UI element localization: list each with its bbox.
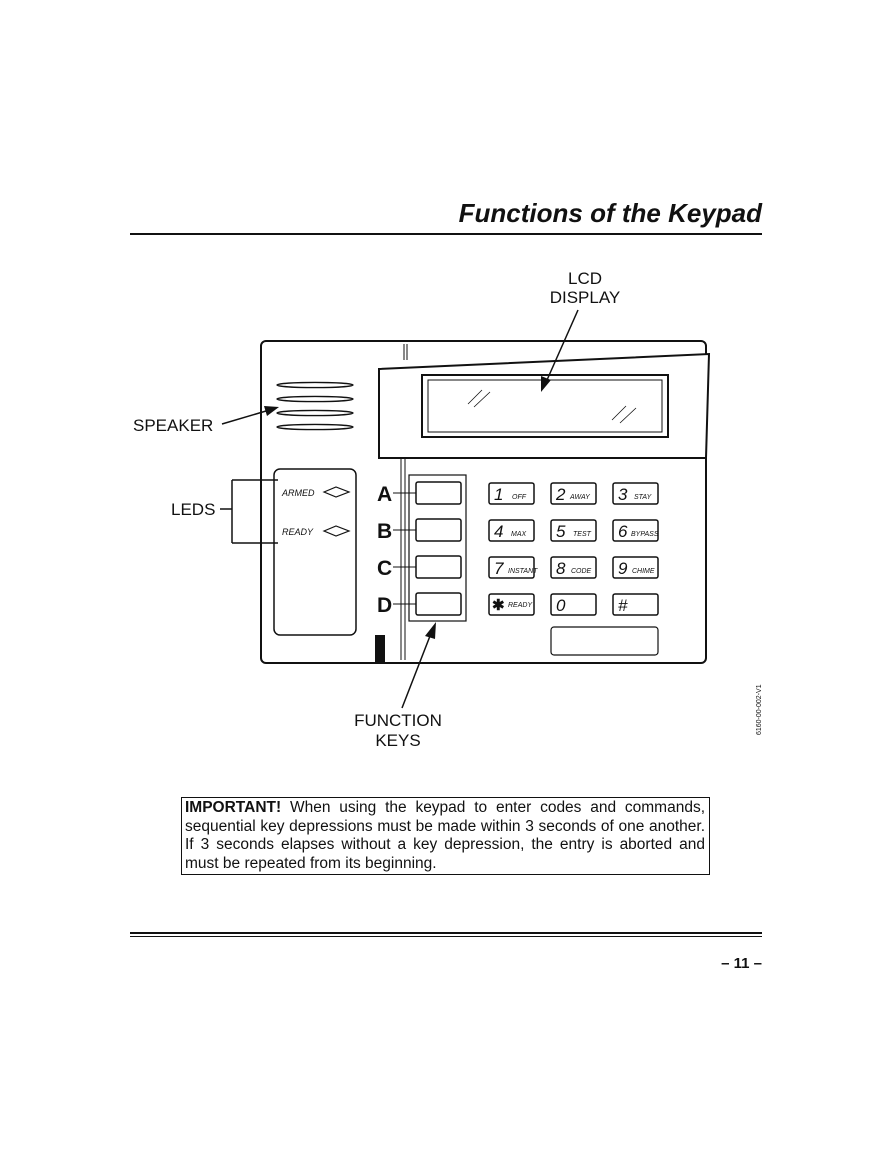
function-key-b xyxy=(415,518,462,542)
speaker-grille xyxy=(276,381,354,431)
important-lead: IMPORTANT! xyxy=(185,799,282,816)
key-5 xyxy=(550,519,597,542)
armed-led-label: ARMED xyxy=(281,488,315,498)
key-3-sub: STAY xyxy=(634,494,653,501)
page-title: Functions of the Keypad xyxy=(458,198,762,228)
function-key-group xyxy=(408,474,467,622)
footer-rule xyxy=(130,932,762,934)
key-star xyxy=(488,593,535,616)
numeric-keypad: 1 OFF 2 AWAY 3 STAY 4 MAX 5 TEST 6 BYPAS… xyxy=(488,482,659,656)
status-bar xyxy=(375,635,385,663)
title-rule xyxy=(130,233,762,235)
key-7 xyxy=(488,556,535,579)
key-2-sub: AWAY xyxy=(569,494,591,501)
key-6 xyxy=(612,519,659,542)
leds-callout: LEDS xyxy=(171,500,215,519)
function-keys-callout-line2: KEYS xyxy=(375,731,420,750)
key-5-num: 5 xyxy=(556,522,566,541)
key-star-num: ✱ xyxy=(492,597,505,614)
key-5-sub: TEST xyxy=(573,531,592,538)
function-key-a xyxy=(415,481,462,505)
key-hash-num: # xyxy=(618,596,628,615)
key-star-sub: READY xyxy=(508,602,533,609)
armed-led-icon xyxy=(322,486,351,498)
key-7-num: 7 xyxy=(494,559,504,578)
key-6-sub: BYPASS xyxy=(631,531,659,538)
lcd-callout-arrow xyxy=(546,309,579,381)
key-6-num: 6 xyxy=(618,522,628,541)
function-keys-callout-line1: FUNCTION xyxy=(354,711,442,730)
key-1 xyxy=(488,482,535,505)
blank-key xyxy=(550,626,659,656)
key-4-num: 4 xyxy=(494,522,503,541)
key-1-sub: OFF xyxy=(512,494,527,501)
footer-rule-thin xyxy=(130,936,762,937)
key-3-num: 3 xyxy=(618,485,628,504)
function-key-d xyxy=(415,592,462,616)
key-7-sub: INSTANT xyxy=(508,568,538,575)
key-9-num: 9 xyxy=(618,559,628,578)
key-0-num: 0 xyxy=(556,596,566,615)
function-key-a-label: A xyxy=(377,483,392,506)
key-8-sub: CODE xyxy=(571,568,592,575)
lcd-callout-line2: DISPLAY xyxy=(550,288,621,307)
function-key-d-label: D xyxy=(377,594,392,617)
key-4-sub: MAX xyxy=(511,531,527,538)
important-notice: IMPORTANT! When using the keypad to ente… xyxy=(181,797,710,875)
led-panel xyxy=(273,468,357,636)
function-key-b-label: B xyxy=(377,520,392,543)
figure-code: 6160-00-002-V1 xyxy=(756,684,763,735)
key-hash xyxy=(612,593,659,616)
key-1-num: 1 xyxy=(494,485,503,504)
speaker-callout-arrow xyxy=(221,410,267,425)
speaker-callout: SPEAKER xyxy=(133,416,213,435)
leds-callout-bracket xyxy=(220,479,278,544)
key-0 xyxy=(550,593,597,616)
important-text: When using the keypad to enter codes and… xyxy=(185,799,705,872)
key-2 xyxy=(550,482,597,505)
key-8 xyxy=(550,556,597,579)
function-key-c xyxy=(415,555,462,579)
key-3 xyxy=(612,482,659,505)
key-2-num: 2 xyxy=(555,485,566,504)
key-4 xyxy=(488,519,535,542)
lcd-callout-line1: LCD xyxy=(568,269,602,288)
ready-led-icon xyxy=(322,525,351,537)
ready-led-label: READY xyxy=(282,527,314,537)
function-keys-callout-arrow xyxy=(401,635,431,709)
function-key-c-label: C xyxy=(377,557,392,580)
key-8-num: 8 xyxy=(556,559,566,578)
page-number: – 11 – xyxy=(721,955,762,972)
key-9-sub: CHIME xyxy=(632,568,655,575)
key-9 xyxy=(612,556,659,579)
